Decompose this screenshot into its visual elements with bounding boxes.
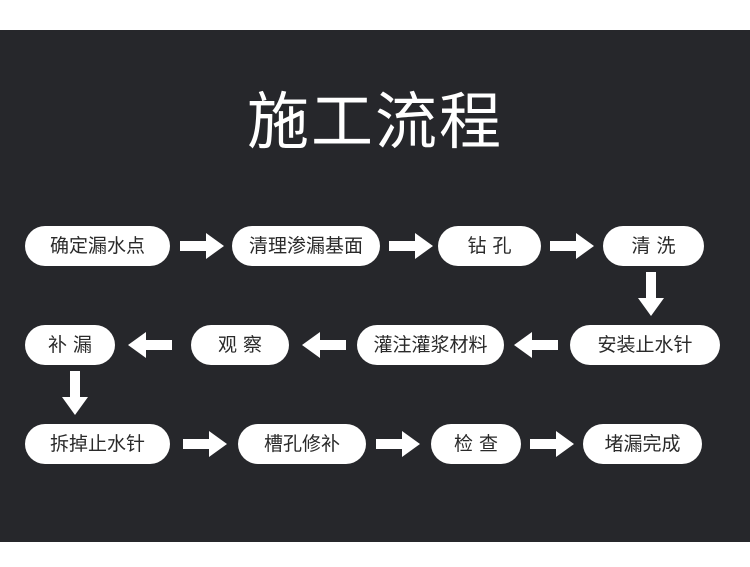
step-4: 清 洗 — [603, 226, 704, 266]
arrow-left-icon — [128, 332, 172, 358]
step-3: 钻 孔 — [438, 226, 541, 266]
step-11: 检 查 — [431, 424, 521, 464]
arrow-down-icon — [638, 272, 664, 316]
step-7: 观 察 — [191, 325, 289, 365]
arrow-left-icon — [302, 332, 346, 358]
arrow-right-icon — [180, 233, 224, 259]
arrow-right-icon — [530, 431, 574, 457]
arrow-right-icon — [389, 233, 433, 259]
step-1: 确定漏水点 — [25, 226, 170, 266]
step-9: 拆掉止水针 — [25, 424, 170, 464]
arrow-right-icon — [376, 431, 420, 457]
arrow-right-icon — [550, 233, 594, 259]
step-5: 安装止水针 — [570, 325, 720, 365]
step-12: 堵漏完成 — [583, 424, 702, 464]
step-6: 灌注灌浆材料 — [357, 325, 504, 365]
arrow-left-icon — [514, 332, 558, 358]
step-2: 清理渗漏基面 — [232, 226, 380, 266]
arrow-down-icon — [62, 371, 88, 415]
step-8: 补 漏 — [25, 325, 115, 365]
arrow-right-icon — [183, 431, 227, 457]
step-10: 槽孔修补 — [238, 424, 366, 464]
page-title: 施工流程 — [246, 85, 503, 158]
